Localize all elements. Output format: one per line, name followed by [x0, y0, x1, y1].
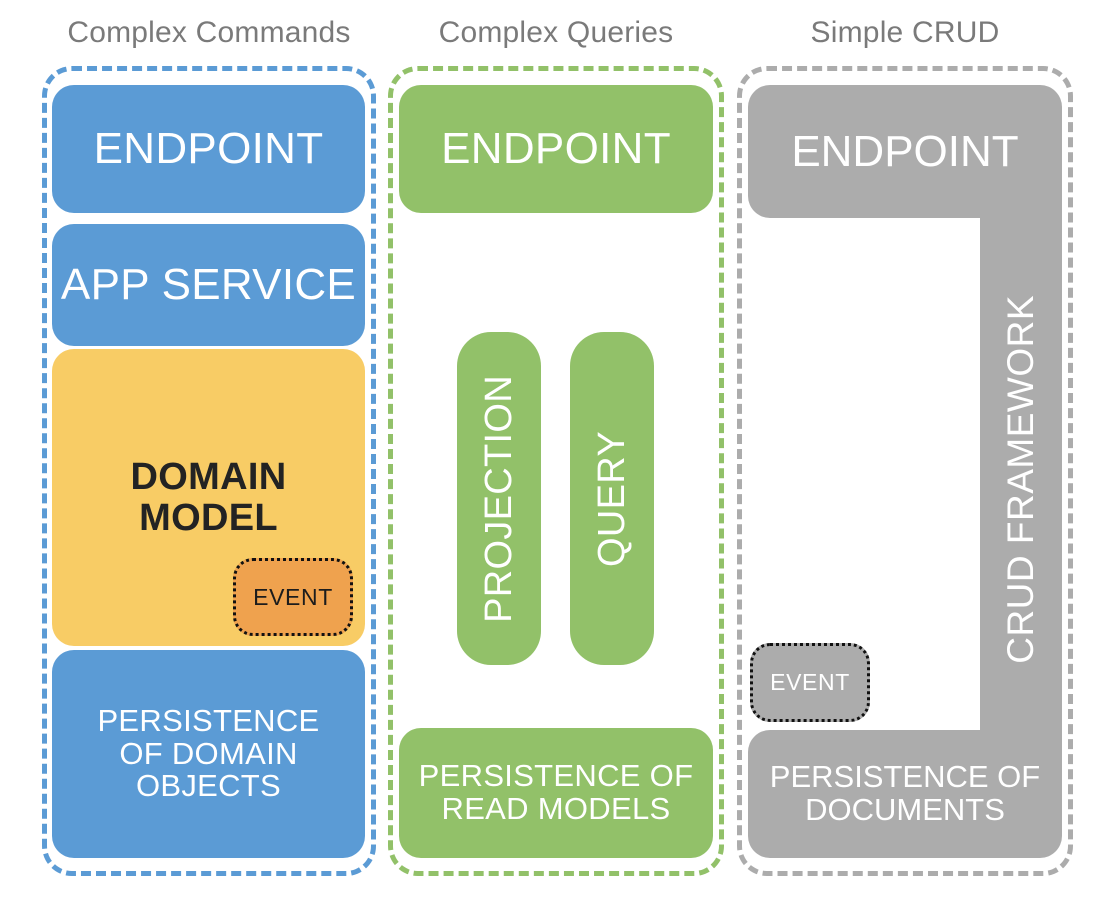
box-label: CRUD FRAMEWORK [1000, 294, 1041, 664]
box-crud-endpoint[interactable]: ENDPOINT [748, 85, 1062, 218]
box-commands-domain-model[interactable]: DOMAIN MODEL [52, 349, 365, 646]
box-commands-app-service[interactable]: APP SERVICE [52, 224, 365, 346]
badge-label: EVENT [253, 583, 333, 610]
badge-crud-event[interactable]: EVENT [750, 643, 870, 722]
box-label: ENDPOINT [93, 123, 324, 173]
box-commands-endpoint[interactable]: ENDPOINT [52, 85, 365, 213]
box-queries-persistence[interactable]: PERSISTENCE OF READ MODELS [399, 728, 713, 858]
box-label-line1: PERSISTENCE OF [418, 758, 694, 794]
box-label: PROJECTION [477, 374, 520, 623]
box-label: APP SERVICE [60, 259, 357, 309]
column-heading-complex-queries: Complex Queries [438, 16, 674, 49]
column-heading-complex-commands: Complex Commands [67, 16, 351, 49]
column-frame-simple-crud [737, 66, 1073, 876]
box-label-line2: OF DOMAIN [119, 735, 298, 771]
column-heading-simple-crud: Simple CRUD [810, 16, 1000, 49]
badge-commands-event[interactable]: EVENT [233, 558, 353, 636]
box-label: QUERY [590, 430, 633, 567]
box-label-line1: DOMAIN [130, 456, 287, 499]
box-label-line2: MODEL [139, 496, 278, 539]
box-queries-query[interactable]: QUERY [570, 332, 654, 665]
box-queries-endpoint[interactable]: ENDPOINT [399, 85, 713, 213]
box-queries-projection[interactable]: PROJECTION [457, 332, 541, 665]
box-crud-framework[interactable]: CRUD FRAMEWORK [980, 214, 1062, 744]
crud-corner-joiner-top [980, 195, 1062, 235]
column-frame-complex-commands [42, 66, 376, 876]
box-label: ENDPOINT [441, 123, 671, 173]
box-label-line2: READ MODELS [441, 791, 671, 826]
box-label-line1: PERSISTENCE OF [769, 759, 1041, 795]
column-frame-complex-queries [388, 66, 724, 876]
badge-label: EVENT [770, 669, 850, 695]
box-label: ENDPOINT [791, 126, 1019, 176]
box-label-line3: OBJECTS [135, 768, 282, 804]
box-label-line1: PERSISTENCE [97, 702, 320, 738]
box-commands-persistence[interactable]: PERSISTENCE OF DOMAIN OBJECTS [52, 650, 365, 858]
box-label-line2: DOCUMENTS [805, 792, 1005, 827]
crud-corner-joiner-bottom [980, 725, 1062, 765]
